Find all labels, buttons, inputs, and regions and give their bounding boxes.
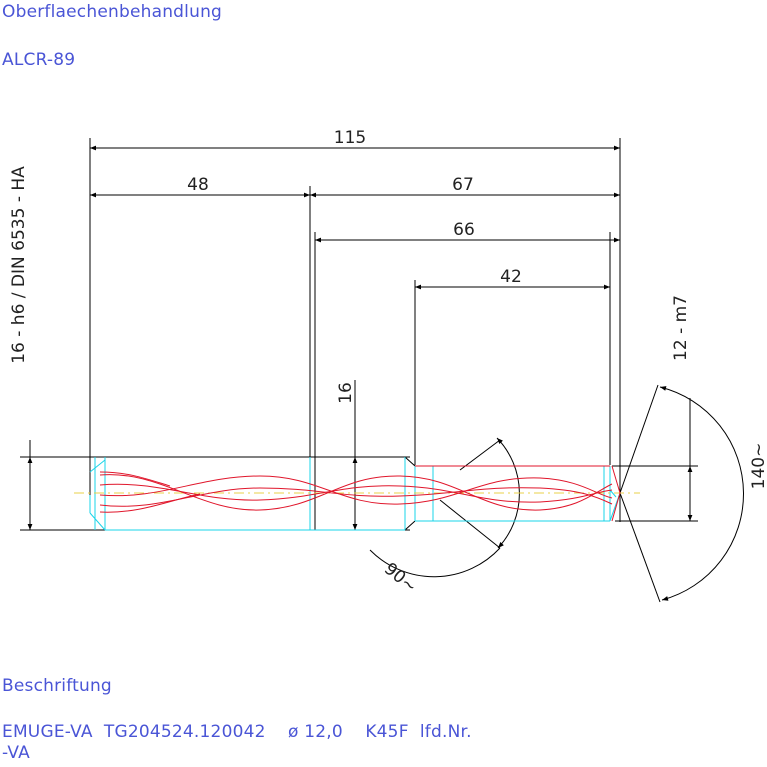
point-angle-text: 140~ (749, 443, 767, 490)
surface-treatment-label: Oberflaechenbehandlung (2, 2, 223, 22)
cutting-diameter-text: 12 - m7 (671, 295, 691, 361)
horizontal-dimension-lines (90, 145, 620, 290)
dim-42-text: 42 (500, 267, 522, 287)
marking-label: Beschriftung (2, 676, 112, 696)
shank-tolerance-text: 16 - h6 / DIN 6535 - HA (9, 166, 29, 364)
angle-dimensions (369, 384, 744, 603)
coating-label: ALCR-89 (2, 50, 76, 70)
marking-line-1: EMUGE-VA TG204524.120042 ø 12,0 K45F lfd… (2, 722, 472, 742)
dim-115-text: 115 (334, 128, 366, 148)
dim-67-text: 67 (452, 175, 474, 195)
vertical-dimension-lines (27, 398, 693, 530)
helix-angle-text: 90~ (380, 559, 420, 597)
dim-16-text: 16 (336, 382, 356, 404)
dim-48-text: 48 (187, 175, 209, 195)
point-angle-arc (659, 386, 744, 601)
dim-66-text: 66 (453, 220, 475, 240)
extension-lines (20, 138, 698, 531)
marking-line-2: -VA (2, 743, 30, 763)
flutes (99, 465, 621, 522)
